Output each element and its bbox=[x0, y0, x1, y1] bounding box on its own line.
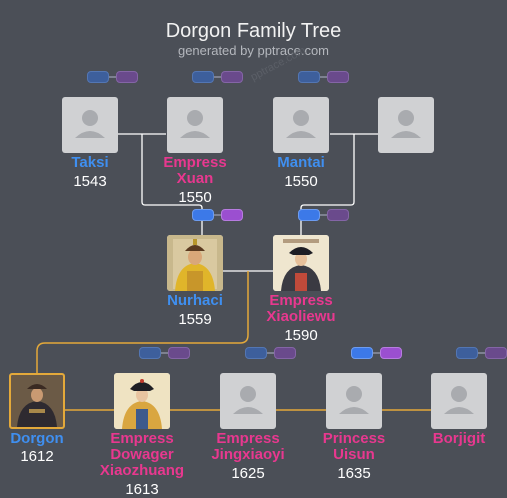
expand-parents-toggle[interactable] bbox=[298, 71, 320, 83]
person-name: Empress Xiaoliewu bbox=[266, 292, 336, 325]
person-silhouette-icon bbox=[378, 97, 434, 153]
expand-parents-toggle[interactable] bbox=[87, 71, 109, 83]
person-name: Princess Uisun bbox=[322, 430, 386, 463]
expand-spouse-toggle[interactable] bbox=[327, 71, 349, 83]
expand-parents-toggle[interactable] bbox=[245, 347, 267, 359]
expand-controls bbox=[87, 71, 147, 85]
person-birth-year: 1543 bbox=[73, 173, 107, 190]
person-name: Empress Dowager Xiaozhuang bbox=[99, 430, 185, 479]
person-silhouette-icon bbox=[431, 373, 487, 429]
expand-controls bbox=[245, 347, 305, 361]
expand-controls bbox=[298, 71, 358, 85]
expand-controls bbox=[192, 209, 252, 223]
expand-controls bbox=[456, 347, 507, 361]
person-birth-year: 1635 bbox=[337, 465, 371, 482]
page-title: Dorgon Family Tree bbox=[165, 20, 342, 42]
person-birth-year: 1613 bbox=[125, 481, 159, 498]
expand-spouse-toggle[interactable] bbox=[221, 71, 243, 83]
person-name: Dorgon bbox=[10, 430, 64, 447]
expand-spouse-toggle[interactable] bbox=[168, 347, 190, 359]
portrait-empress-dowager-xiaozhuang bbox=[114, 373, 170, 429]
person-silhouette-icon bbox=[326, 373, 382, 429]
expand-controls bbox=[351, 347, 411, 361]
person-name: Nurhaci bbox=[167, 292, 223, 309]
expand-parents-toggle[interactable] bbox=[139, 347, 161, 359]
expand-controls bbox=[139, 347, 199, 361]
person-name: Mantai bbox=[277, 154, 325, 171]
expand-spouse-toggle[interactable] bbox=[274, 347, 296, 359]
expand-parents-toggle[interactable] bbox=[351, 347, 373, 359]
page-subtitle: generated by pptrace.com bbox=[177, 43, 330, 58]
person-birth-year: 1625 bbox=[231, 465, 265, 482]
expand-controls bbox=[192, 71, 252, 85]
parent-line-dorgon bbox=[36, 271, 249, 373]
portrait-empress-xiaoliewu bbox=[273, 235, 329, 291]
person-silhouette-icon bbox=[273, 97, 329, 153]
expand-parents-toggle[interactable] bbox=[298, 209, 320, 221]
person-birth-year: 1612 bbox=[20, 448, 54, 465]
parent-line-xiaoliewu bbox=[300, 134, 355, 235]
person-name: Taksi bbox=[71, 154, 109, 171]
portrait-dorgon bbox=[9, 373, 65, 429]
person-name: Empress Xuan bbox=[163, 154, 227, 187]
person-silhouette-icon bbox=[220, 373, 276, 429]
expand-spouse-toggle[interactable] bbox=[380, 347, 402, 359]
person-silhouette-icon bbox=[62, 97, 118, 153]
parent-line-nurhaci bbox=[141, 134, 203, 235]
person-name: Borjigit bbox=[432, 430, 486, 447]
expand-controls bbox=[298, 209, 358, 223]
person-name: Empress Jingxiaoyi bbox=[211, 430, 285, 463]
expand-parents-toggle[interactable] bbox=[456, 347, 478, 359]
expand-parents-toggle[interactable] bbox=[192, 209, 214, 221]
expand-spouse-toggle[interactable] bbox=[221, 209, 243, 221]
portrait-nurhaci bbox=[167, 235, 223, 291]
person-birth-year: 1590 bbox=[284, 327, 318, 344]
expand-parents-toggle[interactable] bbox=[192, 71, 214, 83]
person-birth-year: 1550 bbox=[284, 173, 318, 190]
expand-spouse-toggle[interactable] bbox=[327, 209, 349, 221]
expand-spouse-toggle[interactable] bbox=[485, 347, 507, 359]
person-birth-year: 1550 bbox=[178, 189, 212, 206]
person-birth-year: 1559 bbox=[178, 311, 212, 328]
expand-spouse-toggle[interactable] bbox=[116, 71, 138, 83]
person-silhouette-icon bbox=[167, 97, 223, 153]
